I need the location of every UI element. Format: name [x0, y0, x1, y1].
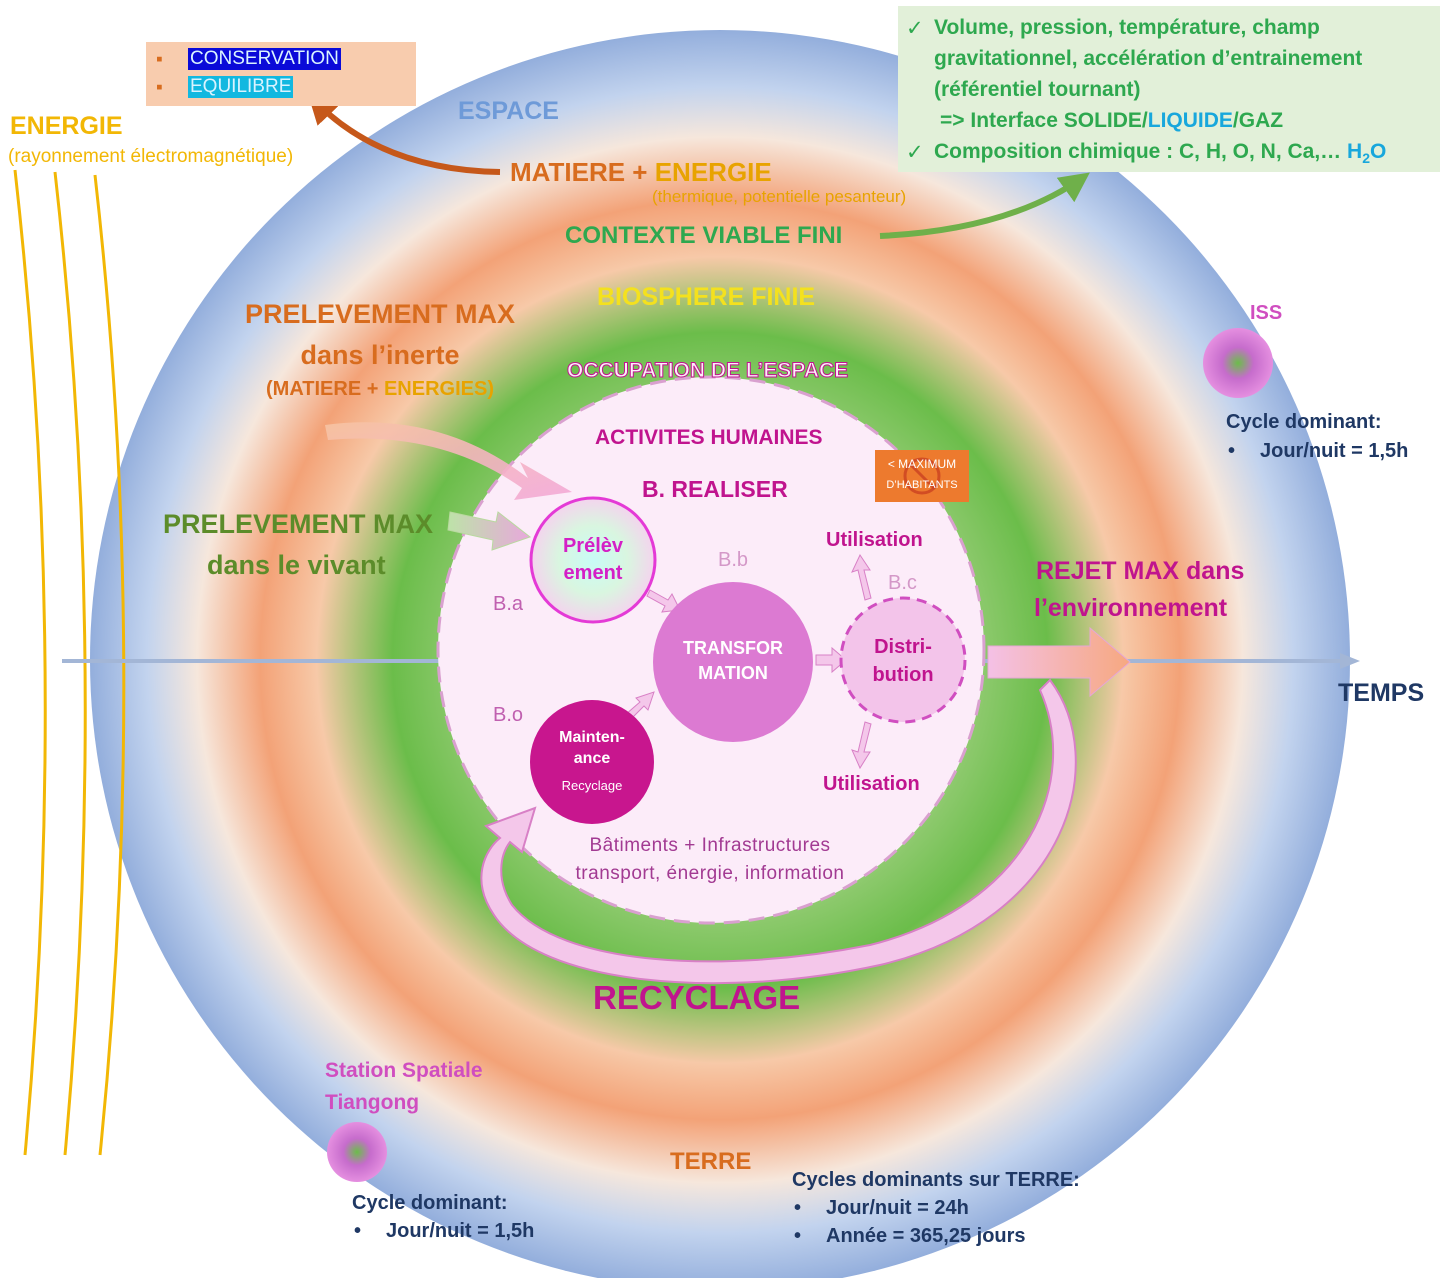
bullet-icon: •	[794, 1225, 802, 1247]
inert-extraction-line-1: PRELEVEMENT MAX	[244, 299, 516, 329]
buildings-line-2: transport, énergie, information	[575, 863, 845, 884]
recycling-loop-arrow	[480, 678, 1077, 985]
viable-line-2: gravitationnel, accélération d’entrainem…	[934, 47, 1363, 70]
interface-gaz: /GAZ	[1232, 109, 1284, 132]
human-activities-label: ACTIVITES HUMAINES	[595, 426, 823, 449]
living-extraction-line-2: dans le vivant	[207, 550, 386, 580]
interface-liquide: LIQUIDE	[1147, 109, 1233, 132]
tiangong-cycle-title: Cycle dominant:	[352, 1192, 508, 1214]
no-entry-icon-bar	[908, 462, 936, 490]
space-label: ESPACE	[458, 97, 559, 125]
living-extraction-arrow	[447, 511, 532, 551]
use-top-label: Utilisation	[826, 529, 923, 551]
viable-line-5: Composition chimique : C, H, O, N, Ca,… …	[934, 140, 1386, 166]
chemical-composition: Composition chimique : C, H, O, N, Ca,…	[934, 140, 1348, 163]
buildings-line-1: Bâtiments + Infrastructures	[589, 835, 831, 856]
no-entry-icon	[903, 457, 941, 495]
maintenance-code: B.o	[493, 704, 524, 726]
conservation-label: CONSERVATION	[188, 48, 341, 70]
transformation-line-2: MATION	[698, 663, 768, 683]
distribution-line-2: bution	[872, 664, 934, 686]
inert-matter: (MATIERE +	[266, 378, 384, 400]
earth-label: TERRE	[670, 1148, 752, 1175]
living-extraction-line-1: PRELEVEMENT MAX	[163, 509, 434, 539]
conservation-box: ▪ CONSERVATION ▪ EQUILIBRE	[146, 42, 416, 106]
inert-extraction-line-2: dans l’inerte	[300, 340, 460, 370]
earth-cycle-title: Cycles dominants sur TERRE:	[792, 1169, 1080, 1191]
maintenance-line-3: Recyclage	[561, 778, 623, 793]
earth-cycle-item-2: Année = 365,25 jours	[826, 1225, 1026, 1247]
biosphere-label: BIOSPHERE FINIE	[597, 283, 816, 311]
distribution-line-1: Distri-	[874, 636, 932, 658]
recycling-label: RECYCLAGE	[593, 979, 801, 1016]
bullet-icon: •	[1228, 440, 1236, 462]
h2o-h: H	[1347, 140, 1363, 163]
tiangong-line-2: Tiangong	[325, 1091, 420, 1114]
h2o-o: O	[1370, 140, 1387, 163]
bullet-icon: •	[354, 1220, 362, 1242]
viable-context-box: ✓ Volume, pression, température, champ g…	[898, 6, 1440, 172]
iss-label: ISS	[1250, 302, 1283, 324]
energy-title: ENERGIE	[10, 112, 123, 140]
space-occupation-label: OCCUPATION DE L’ESPACE	[566, 358, 849, 382]
iss-cycle-item: Jour/nuit = 1,5h	[1260, 440, 1409, 462]
matter-label: MATIERE +	[510, 157, 655, 187]
max-inhabitants-line-1: < MAXIMUM	[887, 457, 957, 471]
viable-context-label: CONTEXTE VIABLE FINI	[565, 222, 843, 249]
distribution-code: B.c	[888, 572, 917, 594]
maintenance-node	[530, 700, 654, 824]
time-axis-arrowhead	[1340, 653, 1360, 669]
viable-line-4: => Interface SOLIDE/LIQUIDE/GAZ	[940, 109, 1283, 133]
h2o-2: 2	[1362, 150, 1370, 167]
tiangong-dot	[327, 1122, 387, 1182]
energy-subtitle: (rayonnement électromagnétique)	[8, 146, 294, 167]
energy-label-inline: ENERGIE	[654, 157, 772, 187]
inert-energies: ENERGIES)	[383, 378, 494, 400]
bullet-icon: ▪	[156, 77, 163, 98]
matter-to-conservation-arrow	[307, 93, 501, 175]
inert-extraction-arrow	[325, 422, 572, 500]
bullet-icon: ▪	[156, 49, 163, 70]
iss-cycle-title: Cycle dominant:	[1226, 411, 1382, 433]
distribution-node	[839, 596, 967, 724]
dist-to-use-bottom-arrow	[851, 721, 872, 770]
max-inhabitants-line-2: D’HABITANTS	[886, 479, 958, 491]
realise-label: B. REALISER	[642, 476, 788, 502]
maintenance-line-1: Mainten-	[559, 729, 625, 746]
matter-energy-label: MATIERE + ENERGIE	[510, 157, 772, 188]
matter-subtitle: (thermique, potentielle pesanteur)	[652, 187, 907, 206]
iss-dot	[1203, 328, 1273, 398]
transformation-line-1: TRANSFOR	[683, 638, 783, 658]
tiangong-line-1: Station Spatiale	[325, 1059, 483, 1082]
prel-to-trans-arrow	[646, 589, 681, 613]
prelevement-code: B.a	[493, 593, 524, 615]
earth-cycle-item-1: Jour/nuit = 24h	[826, 1197, 969, 1219]
viable-line-3: (référentiel tournant)	[934, 78, 1141, 101]
check-icon: ✓	[906, 17, 924, 40]
discharge-line-2: l’environnement	[1034, 594, 1228, 622]
interface-solide: => Interface SOLIDE/	[940, 109, 1148, 132]
check-icon: ✓	[906, 141, 924, 164]
prelevement-line-1: Prélèv	[562, 535, 624, 557]
context-to-box-arrow	[879, 172, 1090, 239]
maintenance-line-2: ance	[573, 750, 611, 767]
energy-wave-2	[53, 171, 87, 1156]
energy-wave-1	[13, 169, 47, 1156]
dist-to-use-top-arrow	[851, 553, 872, 601]
prelevement-line-2: ement	[563, 562, 623, 584]
time-label: TEMPS	[1338, 679, 1425, 707]
transformation-node	[653, 582, 813, 742]
discharge-line-1: REJET MAX dans	[1036, 557, 1245, 585]
bullet-icon: •	[794, 1197, 802, 1219]
trans-to-dist-arrow	[815, 646, 847, 674]
tiangong-cycle-item: Jour/nuit = 1,5h	[386, 1220, 535, 1242]
transformation-code: B.b	[717, 549, 749, 571]
discharge-arrow	[987, 626, 1131, 698]
prelevement-node	[529, 496, 657, 624]
inert-extraction-sub: (MATIERE + ENERGIES)	[240, 378, 520, 401]
use-bottom-label: Utilisation	[823, 773, 920, 795]
equilibre-label: EQUILIBRE	[188, 76, 294, 98]
viable-line-1: Volume, pression, température, champ	[934, 16, 1320, 39]
